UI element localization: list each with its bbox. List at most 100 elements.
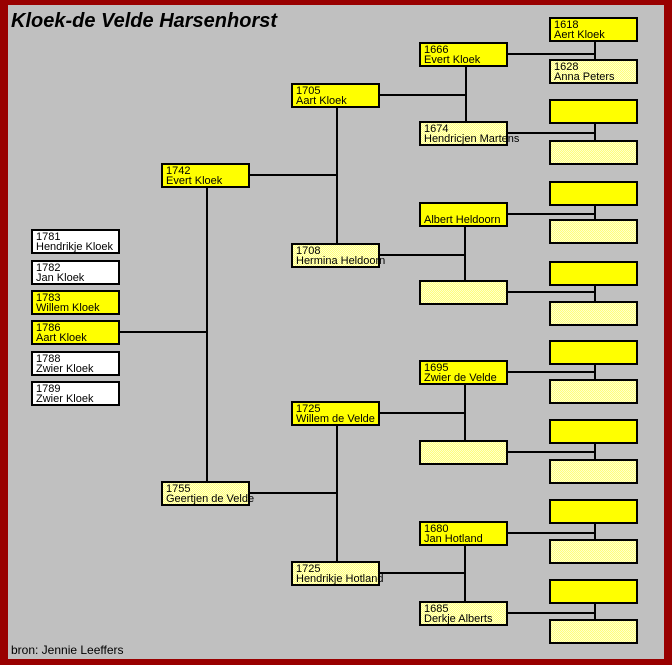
connector-line [380, 94, 467, 96]
person-box-great-grandparent-2[interactable]: 1674 Hendricjen Martens [419, 121, 520, 146]
person-year: 1725 [296, 403, 321, 415]
person-box-gg-grandparent-8 [549, 301, 638, 326]
person-box-gg-grandparent-3 [549, 99, 638, 124]
connector-line [594, 524, 596, 539]
person-year: 1742 [166, 165, 191, 177]
connector-line [594, 42, 596, 59]
person-box-great-grandparent-8[interactable]: 1685 Derkje Alberts [419, 601, 508, 626]
person-box-grandparent-2[interactable]: 1708 Hermina Heldoorn [291, 243, 386, 268]
person-year: 1725 [296, 563, 321, 575]
person-box-great-grandparent-1[interactable]: 1666 Evert Kloek [419, 42, 508, 67]
person-name: Geertjen de Velde [166, 493, 255, 505]
person-name: Jan Kloek [36, 272, 85, 284]
connector-line [465, 67, 467, 121]
person-year [424, 443, 506, 453]
person-year: 1788 [36, 353, 61, 365]
connector-line [507, 291, 595, 293]
connector-line [336, 426, 338, 561]
person-name: Evert Kloek [166, 175, 223, 187]
person-name: Hermina Heldoorn [296, 255, 386, 267]
connector-line [507, 532, 595, 534]
person-year: 1628 [554, 61, 579, 73]
person-name: Evert Kloek [424, 54, 481, 66]
connector-line [507, 451, 595, 453]
connector-line [206, 188, 208, 481]
connector-line [594, 286, 596, 301]
person-box-child-1[interactable]: 1781 Hendrikje Kloek [31, 229, 120, 254]
person-name [424, 453, 506, 463]
person-box-great-grandparent-3[interactable]: Albert Heldoorn [419, 202, 508, 227]
person-year: 1755 [166, 483, 191, 495]
person-box-child-2[interactable]: 1782 Jan Kloek [31, 260, 120, 285]
person-box-gg-grandparent-15 [549, 579, 638, 604]
person-name: Hendrikje Kloek [36, 241, 114, 253]
connector-line [120, 331, 208, 333]
person-year: 1618 [554, 19, 579, 31]
person-year: 1680 [424, 523, 449, 535]
person-box-gg-grandparent-7 [549, 261, 638, 286]
person-name: Aart Kloek [36, 332, 87, 344]
person-box-grandparent-4[interactable]: 1725 Hendrikje Hotland [291, 561, 384, 586]
person-name [424, 293, 506, 303]
person-year: 1666 [424, 44, 449, 56]
connector-line [380, 572, 466, 574]
connector-line [464, 546, 466, 601]
person-box-gg-grandparent-12 [549, 459, 638, 484]
person-name: Zwier Kloek [36, 393, 94, 405]
connector-line [507, 132, 595, 134]
page-title: Kloek-de Velde Harsenhorst [11, 10, 278, 32]
connector-line [507, 213, 595, 215]
person-box-gg-grandparent-13 [549, 499, 638, 524]
connector-line [507, 53, 595, 55]
person-box-gg-grandparent-6 [549, 219, 638, 244]
person-box-grandparent-1[interactable]: 1705 Aart Kloek [291, 83, 380, 108]
person-name: Hendrikje Hotland [296, 573, 384, 585]
connector-line [594, 444, 596, 459]
person-box-gg-grandparent-11 [549, 419, 638, 444]
person-box-gg-grandparent-14 [549, 539, 638, 564]
connector-line [380, 412, 466, 414]
person-box-child-3[interactable]: 1783 Willem Kloek [31, 290, 120, 315]
person-year: 1685 [424, 603, 449, 615]
person-box-gg-grandparent-2[interactable]: 1628 Anna Peters [549, 59, 638, 84]
connector-line [594, 604, 596, 619]
person-year: 1782 [36, 262, 61, 274]
person-name: Zwier Kloek [36, 363, 94, 375]
person-box-grandparent-3[interactable]: 1725 Willem de Velde [291, 401, 380, 426]
person-box-great-grandparent-4 [419, 280, 508, 305]
person-box-gg-grandparent-9 [549, 340, 638, 365]
person-name: Aert Kloek [554, 29, 605, 41]
connector-line [250, 174, 338, 176]
person-year: 1783 [36, 292, 61, 304]
person-name: Aart Kloek [296, 95, 347, 107]
person-box-child-4[interactable]: 1786 Aart Kloek [31, 320, 120, 345]
person-box-child-6[interactable]: 1789 Zwier Kloek [31, 381, 120, 406]
person-box-child-5[interactable]: 1788 Zwier Kloek [31, 351, 120, 376]
person-year: 1705 [296, 85, 321, 97]
connector-line [594, 124, 596, 140]
person-year [424, 283, 506, 293]
person-year: 1695 [424, 362, 449, 374]
connector-line [464, 385, 466, 440]
connector-line [594, 365, 596, 379]
person-name: Albert Heldoorn [424, 214, 501, 226]
person-name: Anna Peters [554, 71, 615, 83]
person-box-great-grandparent-7[interactable]: 1680 Jan Hotland [419, 521, 508, 546]
person-name: Willem de Velde [296, 413, 375, 425]
connector-line [594, 206, 596, 219]
person-year: 1674 [424, 123, 449, 135]
person-name: Derkje Alberts [424, 613, 493, 625]
person-box-parent-2[interactable]: 1755 Geertjen de Velde [161, 481, 255, 506]
person-name: Zwier de Velde [424, 372, 497, 384]
connector-line [380, 254, 466, 256]
person-box-parent-1[interactable]: 1742 Evert Kloek [161, 163, 250, 188]
person-box-gg-grandparent-4 [549, 140, 638, 165]
connector-line [336, 108, 338, 243]
person-box-gg-grandparent-1[interactable]: 1618 Aert Kloek [549, 17, 638, 42]
person-name: Hendricjen Martens [424, 133, 520, 145]
connector-line [507, 371, 595, 373]
source-credit: bron: Jennie Leeffers [11, 643, 124, 657]
person-box-great-grandparent-5[interactable]: 1695 Zwier de Velde [419, 360, 508, 385]
person-year: 1789 [36, 383, 61, 395]
